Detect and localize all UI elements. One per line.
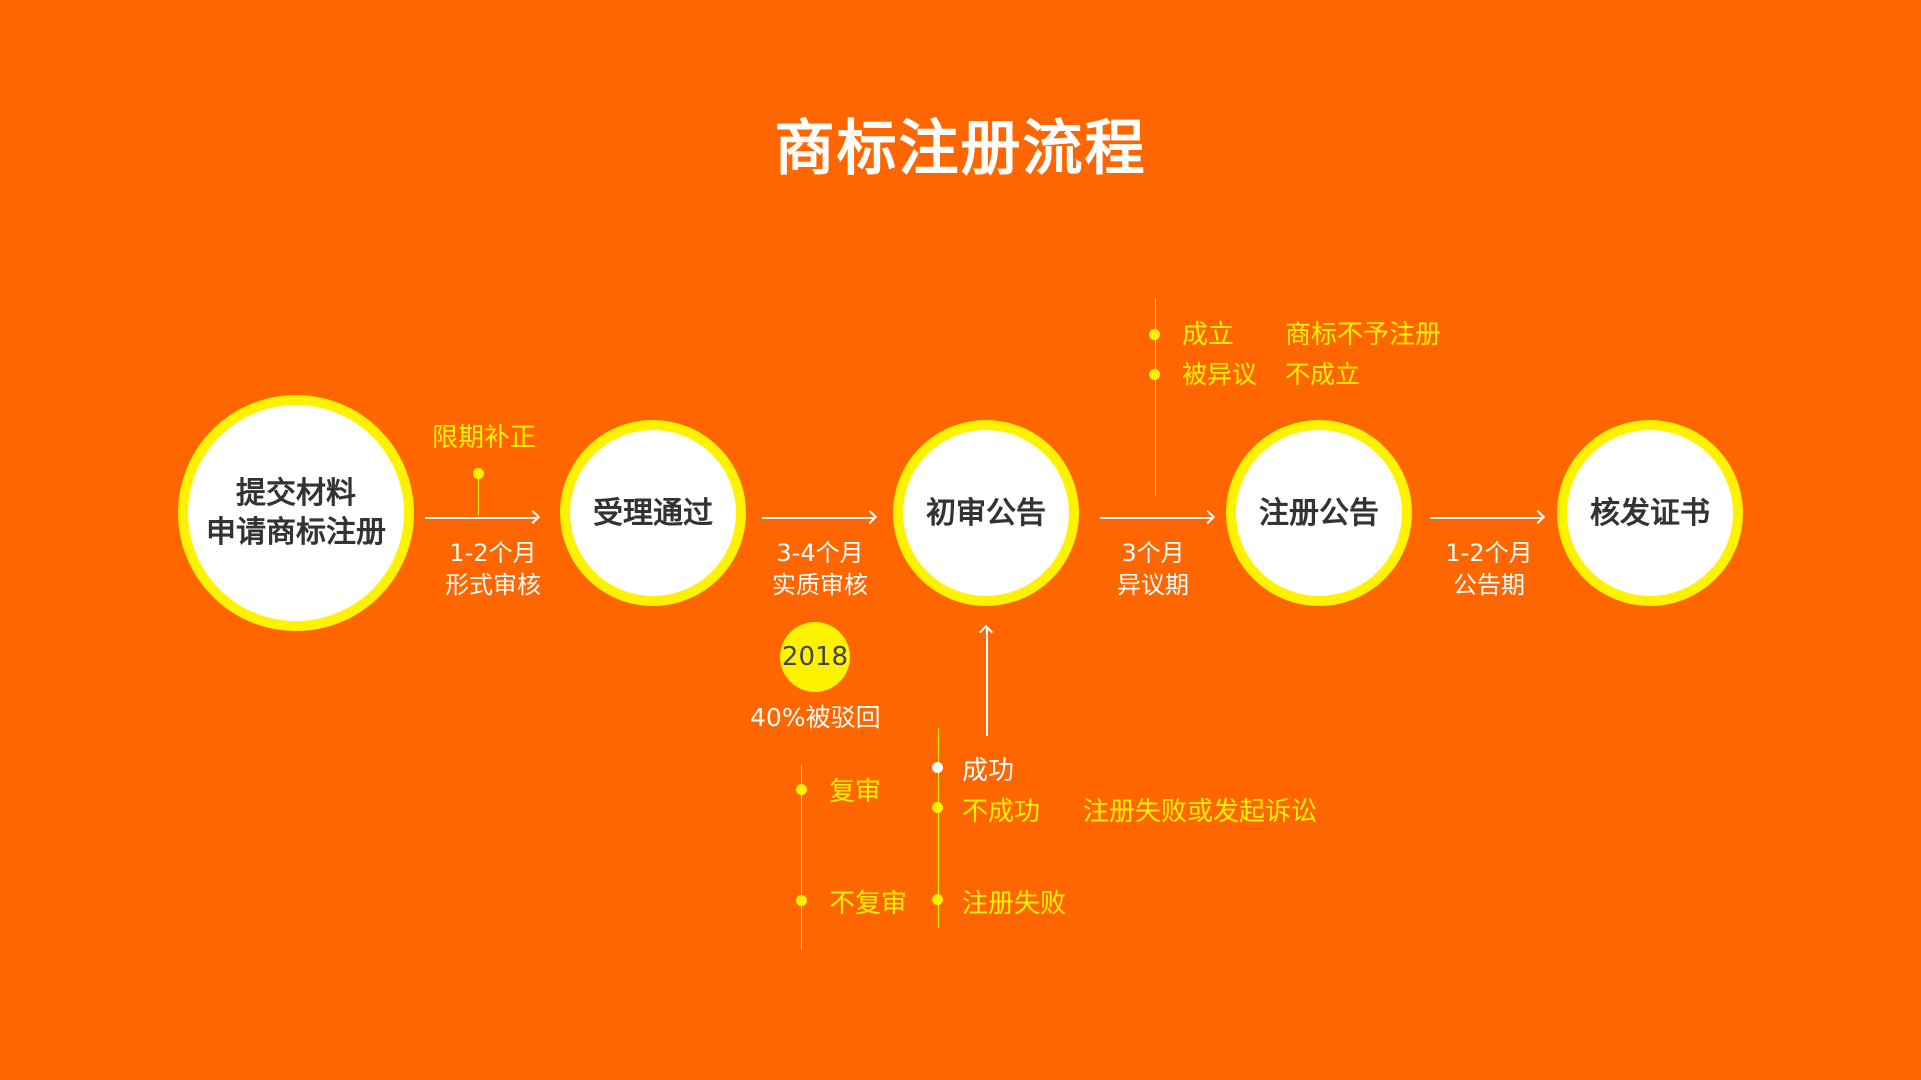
failure-dot xyxy=(932,802,943,813)
opposition-established: 成立 xyxy=(1182,320,1235,350)
opposition-opposed: 被异议 xyxy=(1182,360,1258,389)
node-accepted: 受理通过 xyxy=(560,420,746,606)
review-failure-result: 注册失败或发起诉讼 xyxy=(1083,797,1318,827)
rejection-rate: 40%被驳回 xyxy=(750,703,881,732)
page-title: 商标注册流程 xyxy=(774,114,1147,184)
opposition-established-result: 商标不予注册 xyxy=(1285,320,1442,350)
review-line xyxy=(801,765,802,950)
no-review-option: 不复审 xyxy=(829,889,908,919)
stage-label-announcement-period: 1-2个月 公告期 xyxy=(1445,539,1533,599)
review-option: 复审 xyxy=(829,777,882,807)
opposition-dot-2 xyxy=(1149,369,1160,380)
supplement-dot xyxy=(473,468,484,479)
success-dot xyxy=(932,762,943,773)
node-label: 核发证书 xyxy=(1590,495,1710,531)
node-label: 注册公告 xyxy=(1259,495,1379,531)
stage-label-formal-review: 1-2个月 形式审核 xyxy=(445,539,541,599)
node-label: 受理通过 xyxy=(593,495,713,531)
arrow-3 xyxy=(1100,517,1212,519)
registration-failed: 注册失败 xyxy=(962,889,1067,919)
outcome-line xyxy=(938,728,939,928)
node-submit-materials: 提交材料 申请商标注册 xyxy=(178,395,414,631)
arrow-2 xyxy=(762,517,874,519)
opposition-line xyxy=(1155,298,1156,496)
stage-label-substantive-review: 3-4个月 实质审核 xyxy=(772,539,868,599)
node-preliminary-announcement: 初审公告 xyxy=(893,420,1079,606)
opposition-not-established: 不成立 xyxy=(1285,360,1361,389)
review-success: 成功 xyxy=(962,756,1015,786)
node-label: 提交材料 申请商标注册 xyxy=(206,476,386,550)
review-dot xyxy=(796,784,807,795)
node-label: 初审公告 xyxy=(926,495,1046,531)
up-arrow-success xyxy=(986,628,988,736)
year-badge: 2018 xyxy=(780,622,850,692)
stage-label-opposition-period: 3个月 异议期 xyxy=(1117,539,1189,599)
registration-failed-dot xyxy=(932,894,943,905)
review-failure: 不成功 xyxy=(962,797,1041,827)
arrow-4 xyxy=(1430,517,1542,519)
arrow-1 xyxy=(425,517,537,519)
node-certificate-issued: 核发证书 xyxy=(1557,420,1743,606)
node-registration-announcement: 注册公告 xyxy=(1226,420,1412,606)
supplement-label: 限期补正 xyxy=(432,423,537,453)
opposition-dot-1 xyxy=(1149,329,1160,340)
supplement-line xyxy=(478,479,479,515)
no-review-dot xyxy=(796,895,807,906)
